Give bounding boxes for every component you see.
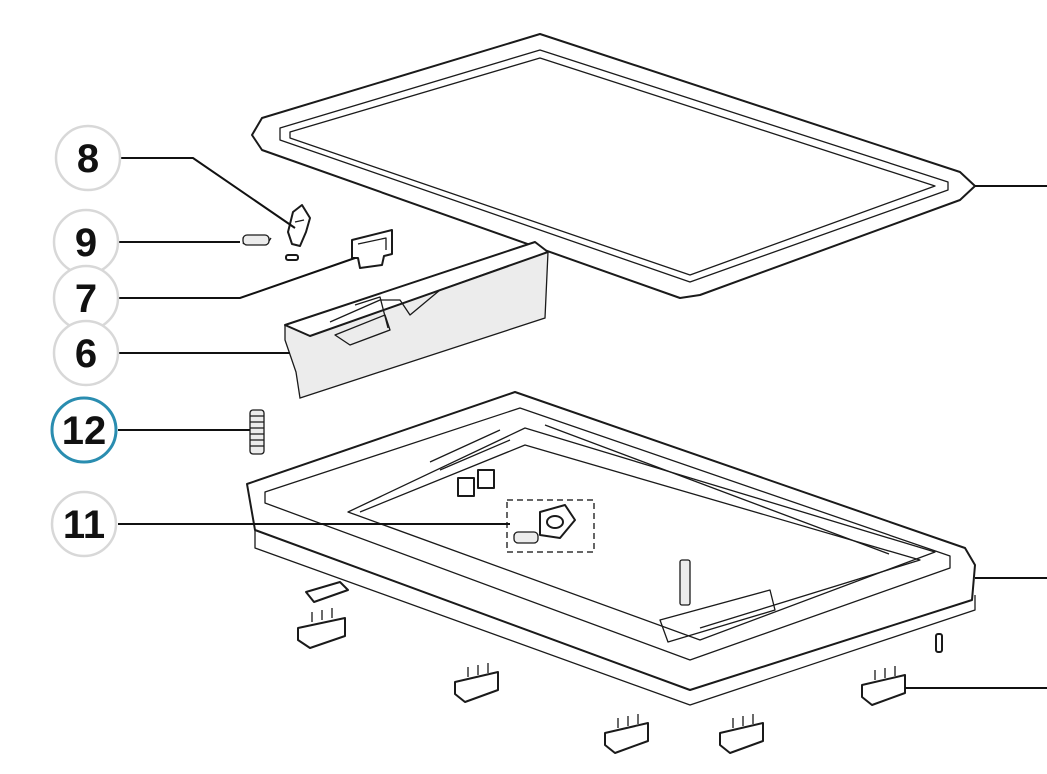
handle-part-6 (284, 241, 549, 399)
callout-12: 12 (50, 396, 118, 464)
callout-8: 8 (54, 124, 122, 192)
callout-label-11: 11 (63, 503, 105, 547)
spring-part-12 (249, 409, 265, 455)
callout-label-9: 9 (75, 221, 97, 265)
leader-8 (121, 157, 296, 229)
latch-part-8 (285, 204, 311, 261)
cover-part-7 (351, 229, 393, 269)
leader-7 (118, 257, 356, 299)
spring-part-9 (242, 234, 272, 246)
callout-6: 6 (52, 319, 120, 387)
callout-9: 9 (52, 208, 120, 276)
seal-frame (251, 33, 1047, 299)
mount-clips (297, 581, 1047, 754)
base-frame (246, 391, 1047, 706)
callout-label-8: 8 (77, 137, 99, 181)
callout-11: 11 (50, 490, 118, 558)
spring-part-11-group (506, 499, 595, 553)
callout-7: 7 (52, 264, 120, 332)
callout-label-6: 6 (75, 332, 97, 376)
callout-label-12: 12 (62, 409, 107, 453)
leader-lines (118, 157, 510, 525)
callout-label-7: 7 (75, 277, 97, 321)
